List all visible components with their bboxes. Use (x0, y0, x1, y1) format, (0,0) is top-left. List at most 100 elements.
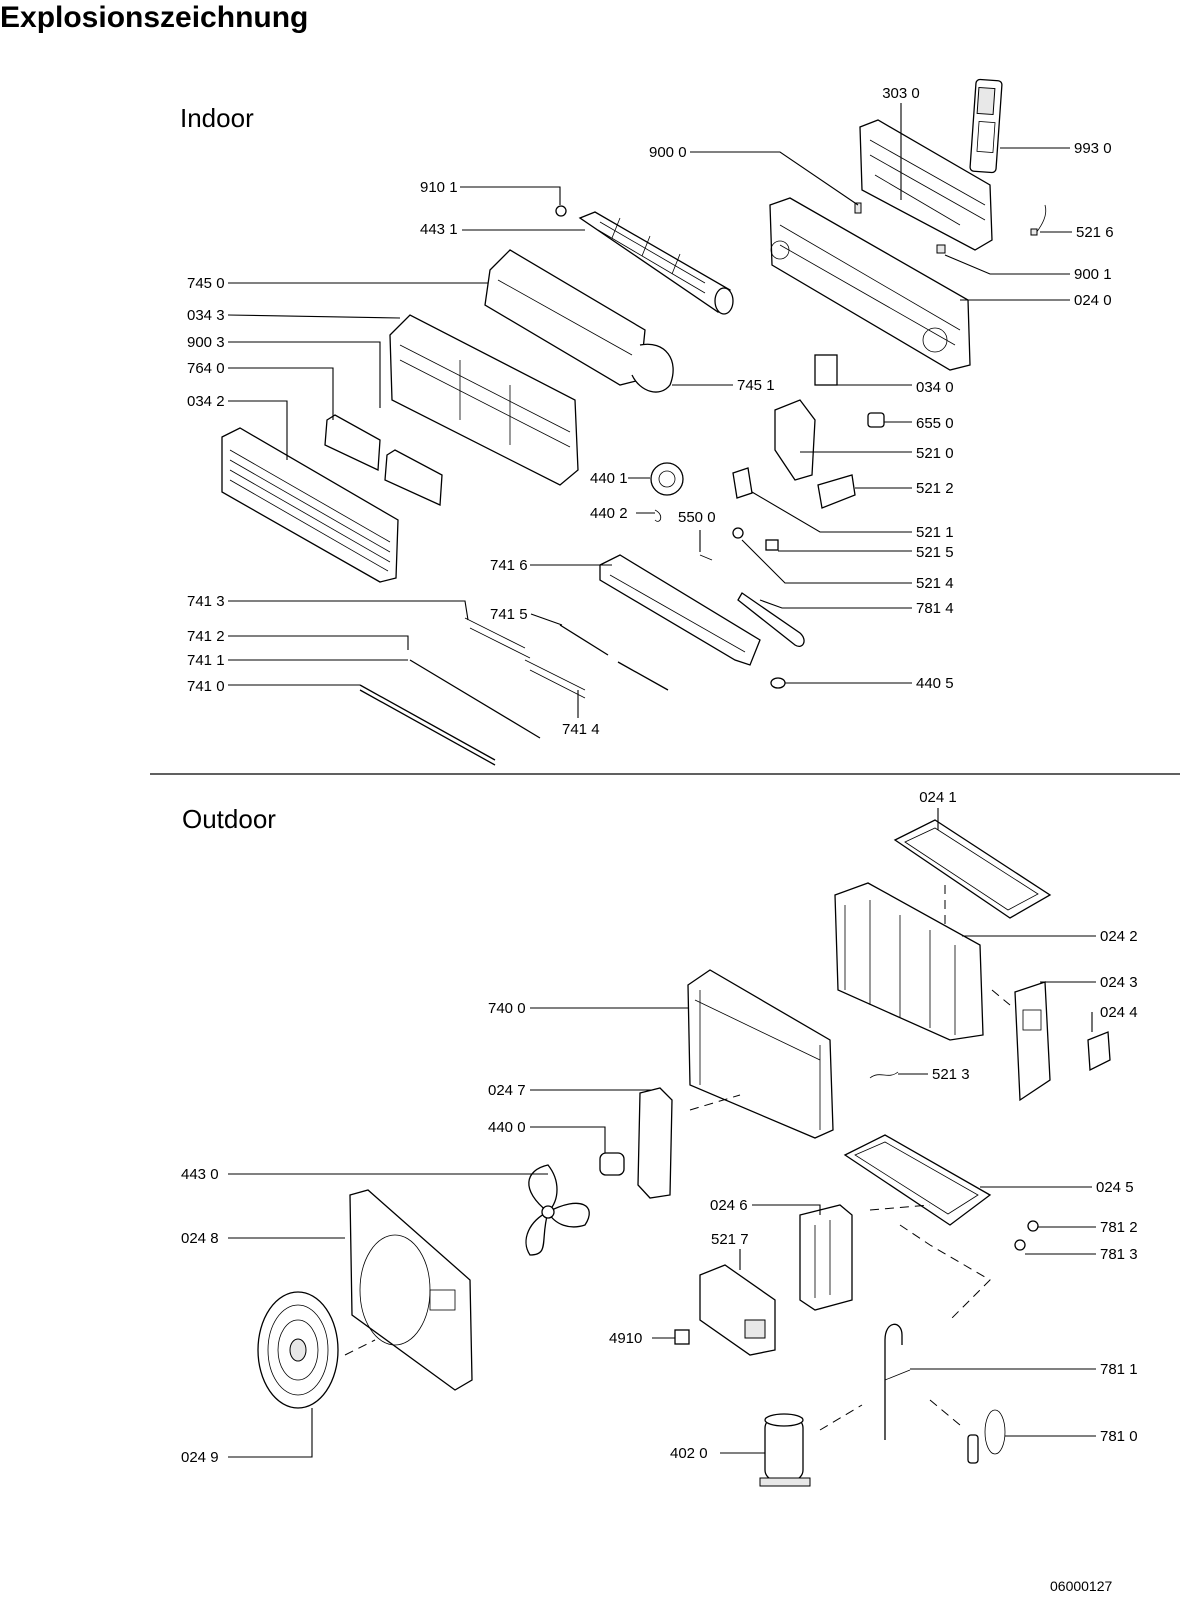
callout-9930: 993 0 (1074, 140, 1112, 157)
cover-0244 (1087, 1031, 1111, 1072)
callout-3030: 303 0 (882, 85, 920, 102)
callout-5214: 521 4 (916, 575, 954, 592)
callout-7451: 745 1 (737, 377, 775, 394)
condenser-coil (687, 969, 834, 1139)
capacitor (674, 1329, 690, 1345)
drain-pan (599, 554, 761, 666)
pcb-5212 (817, 474, 856, 509)
louver-links-upper (464, 617, 531, 659)
bearing (555, 205, 567, 217)
control-box (774, 399, 816, 481)
callout-5215: 521 5 (916, 544, 954, 561)
piping-7811 (884, 1323, 903, 1440)
callout-4431: 443 1 (420, 221, 458, 238)
callout-0343: 034 3 (187, 307, 225, 324)
callout-7813: 781 3 (1100, 1246, 1138, 1263)
part-5500 (699, 554, 713, 561)
dash-side (991, 989, 1011, 1006)
valve-7813 (1014, 1239, 1026, 1251)
front-frame (389, 314, 579, 486)
callout-0247: 024 7 (488, 1082, 526, 1099)
partition-0247 (637, 1087, 673, 1199)
part-4405 (770, 677, 786, 689)
fan-motor-outdoor (599, 1152, 625, 1176)
callout-0243: 024 3 (1100, 974, 1138, 991)
propeller-fan (525, 1164, 590, 1256)
section-indoor-heading: Indoor (180, 103, 254, 133)
dash-base (869, 1204, 931, 1211)
callout-7412: 741 2 (187, 628, 225, 645)
callout-0245: 024 5 (1096, 1179, 1134, 1196)
dash-valve (929, 1399, 961, 1426)
callout-9000: 900 0 (649, 144, 687, 161)
callout-7640: 764 0 (187, 360, 225, 377)
crossflow-fan (578, 211, 734, 315)
callout-5500: 550 0 (678, 509, 716, 526)
callout-7413: 741 3 (187, 593, 225, 610)
callout-7814: 781 4 (916, 600, 954, 617)
indoor-leader-lines (227, 103, 1072, 718)
filter-left (324, 414, 381, 471)
accumulator-7810 (967, 1409, 1006, 1464)
callout-0246: 024 6 (710, 1197, 748, 1214)
callout-7400: 740 0 (488, 1000, 526, 1017)
callout-7810: 781 0 (1100, 1428, 1138, 1445)
callout-4020: 402 0 (670, 1445, 708, 1462)
top-cover (893, 819, 1052, 919)
callout-0340: 034 0 (916, 379, 954, 396)
callout-4402: 440 2 (590, 505, 628, 522)
callout-4405: 440 5 (916, 675, 954, 692)
callout-0241: 024 1 (919, 789, 957, 806)
callout-0244: 024 4 (1100, 1004, 1138, 1021)
partition-plate (799, 1204, 853, 1311)
compressor (759, 1413, 811, 1487)
dash-condenser (689, 1094, 741, 1111)
screw-9001 (936, 244, 946, 254)
dash-refrigerant (899, 1224, 991, 1321)
louver-blade-7410 (359, 684, 496, 761)
pipe-7814 (737, 592, 805, 647)
louver-blade-7410-edge (359, 689, 496, 766)
dash-fan-guard (344, 1339, 376, 1356)
screw-9000 (854, 202, 862, 214)
remote-control (969, 78, 1003, 174)
callout-4400: 440 0 (488, 1119, 526, 1136)
connector-5215 (765, 539, 779, 551)
callout-4430: 443 0 (181, 1166, 219, 1183)
sensor-tip (1030, 228, 1038, 236)
callout-7410: 741 0 (187, 678, 225, 695)
evaporator (484, 249, 674, 393)
cover-0340 (814, 354, 838, 386)
base-pan (843, 1134, 992, 1226)
callout-5212: 521 2 (916, 480, 954, 497)
indoor-parts (221, 78, 1072, 766)
valve-7812 (1027, 1220, 1039, 1232)
callout-0248: 024 8 (181, 1230, 219, 1247)
callout-0342: 034 2 (187, 393, 225, 410)
fan-guard (257, 1291, 339, 1409)
callout-7811: 781 1 (1100, 1361, 1138, 1378)
side-panel (1014, 981, 1051, 1102)
part-4402 (654, 509, 662, 522)
electronics-box (699, 1264, 776, 1356)
section-outdoor-heading: Outdoor (182, 804, 276, 834)
fan-motor-indoor (650, 462, 684, 496)
callout-9003: 900 3 (187, 334, 225, 351)
callout-5211: 521 1 (916, 524, 954, 541)
callout-0240: 024 0 (1074, 292, 1112, 309)
rear-housing (769, 197, 971, 371)
louver-rod-7411 (409, 659, 541, 739)
callout-4401: 440 1 (590, 470, 628, 487)
part-5214 (732, 527, 744, 539)
louver-links-lower (524, 659, 586, 699)
mounting-plate (859, 119, 993, 251)
document-number: 06000127 (1050, 1578, 1113, 1594)
callout-5216: 521 6 (1076, 224, 1114, 241)
callout-0249: 024 9 (181, 1449, 219, 1466)
outdoor-leader-lines (228, 808, 1096, 1458)
callout-7415: 741 5 (490, 606, 528, 623)
front-panel (349, 1189, 473, 1391)
callout-7411: 741 1 (187, 652, 225, 669)
callout-9001: 900 1 (1074, 266, 1112, 283)
